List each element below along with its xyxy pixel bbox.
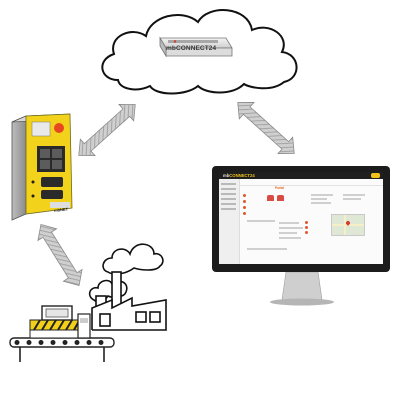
location-map[interactable] [331, 214, 365, 236]
info-line [279, 227, 303, 229]
status-dot [243, 212, 246, 215]
portal-sidebar [219, 179, 240, 264]
portal-header: mbCONNECT24 [219, 172, 383, 179]
portal-panel [243, 192, 381, 260]
cloud-server-box [159, 36, 233, 58]
info-line [247, 220, 275, 222]
portal-brand-name: CONNECT24 [229, 173, 255, 178]
status-dot [243, 200, 246, 203]
info-line [311, 194, 333, 196]
monitor-screen: mbCONNECT24 Portal [219, 172, 383, 264]
conveyor-machine [9, 305, 115, 362]
arrow-cloud-monitor [237, 102, 295, 154]
cloud-portal-label: mbCONNECT24 [166, 45, 217, 52]
info-line [279, 232, 297, 234]
status-dot [243, 206, 246, 209]
info-line [343, 198, 361, 200]
info-line [279, 237, 301, 239]
industrial-router [11, 113, 73, 221]
status-dot [305, 221, 308, 224]
portal-toolbar [240, 180, 383, 186]
portal-brand: mbCONNECT24 [223, 172, 255, 179]
status-dot [305, 226, 308, 229]
status-tile[interactable] [267, 195, 274, 201]
factory [88, 243, 167, 331]
portal-panel-title: Portal [275, 186, 285, 190]
info-line [343, 194, 365, 196]
info-line [247, 248, 287, 250]
portal-brand-prefix: mb [223, 173, 230, 178]
info-line [279, 222, 299, 224]
status-dot [243, 194, 246, 197]
map-road [344, 215, 346, 235]
arrow-router-factory [37, 223, 83, 287]
sidebar-item[interactable] [221, 203, 236, 205]
arrow-cloud-router [78, 104, 136, 156]
info-line [311, 198, 327, 200]
status-tile[interactable] [277, 195, 284, 201]
sidebar-item[interactable] [221, 198, 236, 200]
portal-logo [371, 173, 380, 178]
status-dot [305, 231, 308, 234]
key-icon [348, 18, 380, 54]
monitor-stand [270, 271, 334, 306]
info-line [311, 202, 331, 204]
sidebar-item[interactable] [221, 188, 236, 190]
sidebar-item[interactable] [221, 193, 236, 195]
sidebar-item[interactable] [221, 208, 236, 210]
sidebar-item[interactable] [221, 183, 236, 185]
